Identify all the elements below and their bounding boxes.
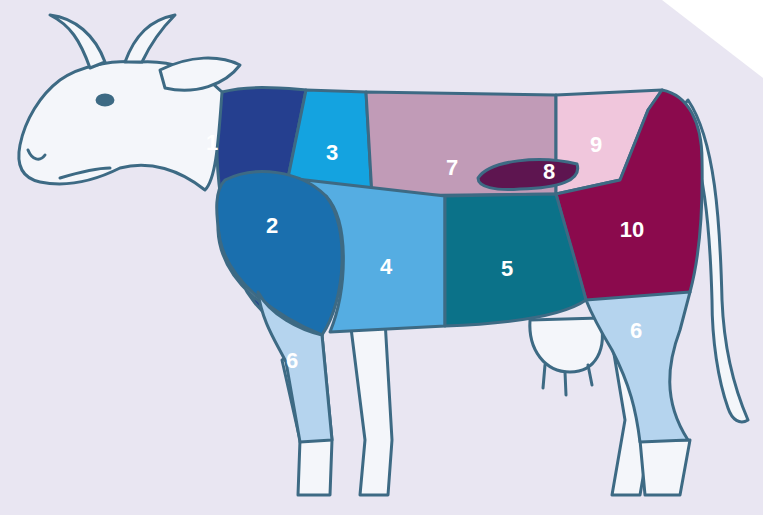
callout-number: 8 [543,160,555,184]
far-front-leg [350,320,392,495]
page-corner [662,0,763,78]
callout-number: 3 [326,141,338,165]
cut-8 [478,160,578,190]
callout-number: 4 [380,255,392,279]
teats [543,365,592,395]
cut-5 [445,194,586,326]
nostril [28,150,45,159]
rear-hoof [640,440,690,495]
rear-shank [586,292,690,442]
front-shank [258,292,332,442]
mouth [60,168,110,178]
horn [50,15,105,68]
ear [160,58,240,90]
callout-number: 9 [590,133,602,157]
callout-number: 6 [286,349,298,373]
eye [97,95,113,105]
callout-number: 1 [206,131,218,155]
callout-number: 10 [620,218,644,242]
callout-number: 5 [501,257,513,281]
callout-number: 6 [630,319,642,343]
callout-number: 2 [266,214,278,238]
horn [125,15,175,62]
cut-2 [217,172,342,335]
callout-number: 7 [446,156,458,180]
udder [530,318,603,372]
